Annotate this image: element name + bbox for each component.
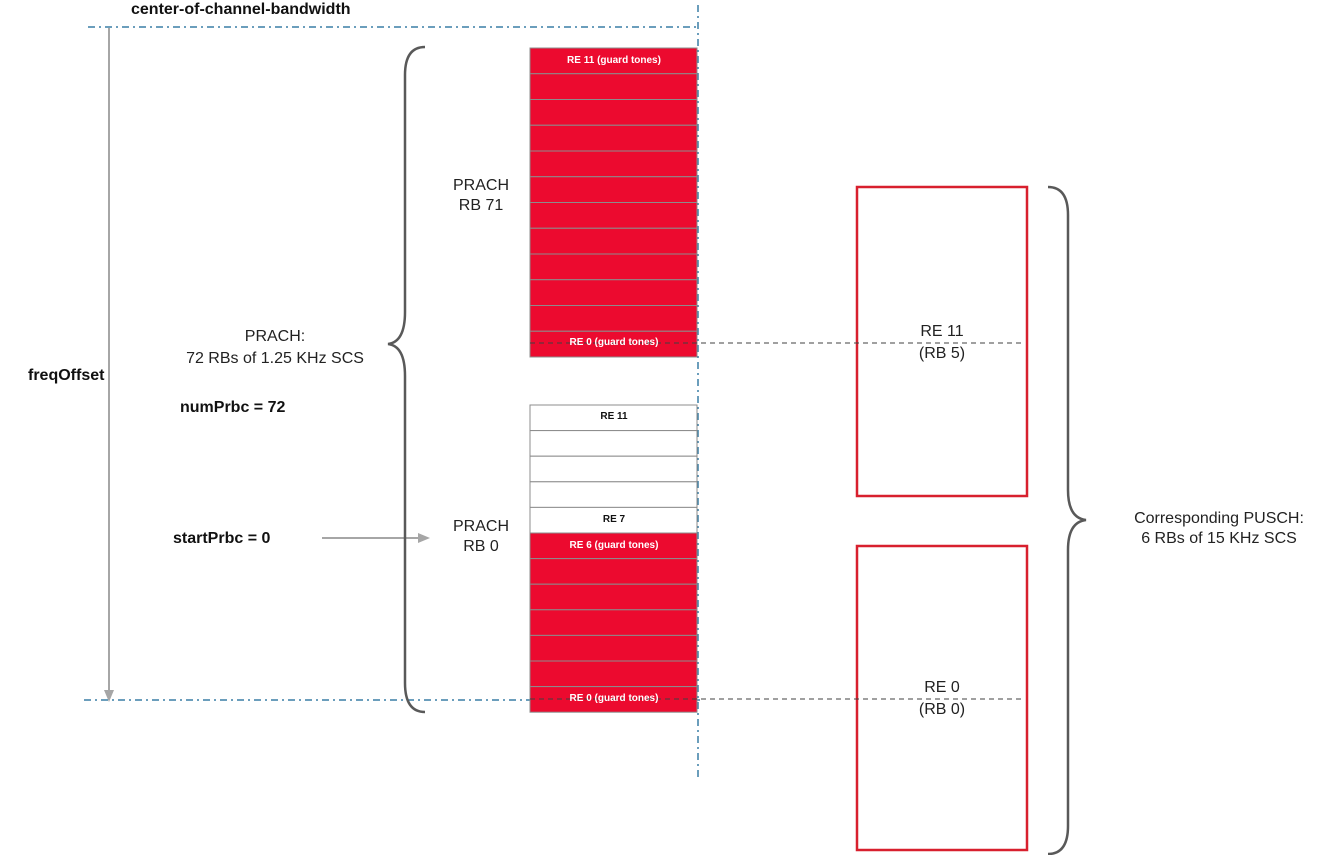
pusch-re0-line1: RE 0 <box>924 679 960 696</box>
rb0-re11-label: RE 11 <box>600 411 628 422</box>
prach-rb71-line1: PRACH <box>452 177 509 194</box>
pusch-summary-line2: 6 RBs of 15 KHz SCS <box>1141 530 1297 547</box>
rb71-row-7 <box>529 227 698 255</box>
pusch-box-lower <box>855 544 1029 852</box>
rb0-row-8 <box>529 609 698 636</box>
rb0-re6-label: RE 6 (guard tones) <box>569 540 659 551</box>
rb71-row-8 <box>529 253 698 281</box>
num-prbc-label: numPrbc = 72 <box>180 399 286 416</box>
pusch-re0-line2: (RB 0) <box>918 701 966 718</box>
freq-offset-arrowhead <box>104 690 114 702</box>
prach-summary-line1: PRACH: <box>244 328 306 345</box>
rb0-row-7 <box>529 583 698 611</box>
prach-rb71-block <box>529 47 698 358</box>
rb71-row-1 <box>529 73 698 100</box>
pusch-brace <box>1047 185 1087 855</box>
rb0-row-5 <box>529 532 698 560</box>
pusch-re11-line2: (RB 5) <box>918 345 966 362</box>
rb71-row-11 <box>529 330 698 358</box>
rb0-row-1 <box>529 430 698 457</box>
rb71-re0-label: RE 0 (guard tones) <box>569 337 659 348</box>
rb71-row-5 <box>529 176 698 203</box>
pusch-re11-line1: RE 11 <box>920 323 964 340</box>
prach-rb71-line2: RB 71 <box>458 197 504 214</box>
rb0-row-0 <box>529 404 698 432</box>
prach-summary-line2: 72 RBs of 1.25 KHz SCS <box>186 350 364 367</box>
rb0-re7-label: RE 7 <box>602 514 626 525</box>
rb71-row-0 <box>529 47 698 75</box>
rb0-row-9 <box>529 634 698 662</box>
pusch-summary-line1: Corresponding PUSCH: <box>1134 510 1304 527</box>
rb71-row-3 <box>529 124 698 152</box>
rb71-row-9 <box>529 279 698 306</box>
rb0-row-6 <box>529 558 698 585</box>
rb71-row-6 <box>529 202 698 229</box>
start-prbc-arrowhead <box>418 533 430 543</box>
rb0-row-2 <box>529 455 698 483</box>
start-prbc-label: startPrbc = 0 <box>173 530 271 547</box>
rb0-row-3 <box>529 481 698 508</box>
prach-rb0-line1: PRACH <box>452 518 509 535</box>
rb0-re0-label: RE 0 (guard tones) <box>569 693 659 704</box>
rb71-re11-label: RE 11 (guard tones) <box>567 55 661 66</box>
prach-rb0-block <box>529 404 698 713</box>
prach-brace <box>387 45 426 714</box>
rb71-row-2 <box>529 99 698 126</box>
rb0-row-4 <box>529 506 698 534</box>
pusch-box-upper <box>855 185 1029 498</box>
freq-offset-label: freqOffset <box>28 367 105 384</box>
rb0-row-10 <box>529 660 698 688</box>
prach-rb0-line2: RB 0 <box>463 538 499 555</box>
rb71-row-4 <box>529 150 698 178</box>
rb71-row-10 <box>529 305 698 332</box>
center-of-channel-bandwidth-label: center-of-channel-bandwidth <box>131 1 351 18</box>
